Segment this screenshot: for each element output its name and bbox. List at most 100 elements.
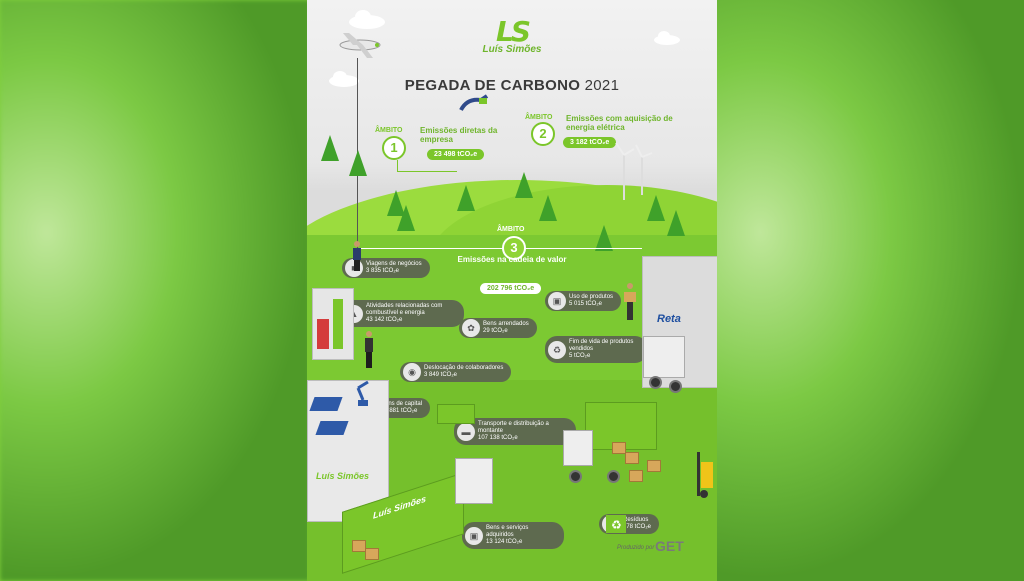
box: [612, 442, 626, 454]
category-value: 107 138 tCO₂e: [478, 435, 518, 441]
tree-icon: [647, 195, 665, 221]
fuel-pump: [333, 299, 343, 349]
scope1-label: ÂMBITO: [375, 127, 403, 134]
logo-name: Luís Simões: [482, 44, 542, 55]
category-chip: ▣ Bens e serviços adquiridos 13 124 tCO₂…: [462, 522, 564, 549]
category-name: Deslocação de colaboradores: [424, 365, 504, 371]
commuter-icon: [365, 331, 373, 368]
connector: [522, 248, 642, 249]
wheel: [607, 470, 620, 483]
scope1-value: 23 498 tCO₂e: [427, 149, 485, 160]
logo: LS Luís Simões: [479, 15, 545, 56]
category-name: Uso de produtos: [569, 294, 614, 300]
category-value: 29 tCO₂e: [483, 328, 508, 334]
fuel-nozzle-icon: [459, 94, 489, 111]
category-name: Viagens de negócios: [366, 261, 422, 267]
tree-icon: [595, 225, 613, 251]
recycle-bin-icon: ♻: [606, 515, 626, 533]
category-value: 5 tCO₂e: [569, 353, 591, 359]
category-name: Fim de vida de produtos vendidos: [569, 339, 634, 352]
cloud-icon: [654, 31, 680, 45]
box: [365, 548, 379, 560]
box: [629, 470, 643, 482]
cloud-icon: [349, 10, 385, 29]
background-right: [714, 0, 1024, 581]
category-value: 778 tCO₂e: [623, 524, 652, 530]
fuel-pump: [317, 319, 329, 349]
connector: [397, 171, 457, 172]
connector: [397, 160, 398, 172]
scope1-number: 1: [382, 136, 406, 160]
title-year: 2021: [584, 77, 620, 94]
scope2-number: 2: [531, 122, 555, 146]
scope2-label: ÂMBITO: [525, 114, 553, 121]
truck-icon: ▬: [457, 422, 475, 441]
category-value: 3 849 tCO₂e: [424, 372, 458, 378]
scope2-description: Emissões com aquisição de energia elétri…: [566, 114, 673, 132]
wheel: [669, 380, 682, 393]
small-truck: [437, 404, 475, 424]
wheel: [569, 470, 582, 483]
worker-with-box-icon: [624, 283, 636, 320]
scope3-label: ÂMBITO: [497, 226, 525, 233]
robot-arm-icon: [356, 380, 369, 406]
fuel-station: [312, 288, 354, 360]
recycle-box-icon: ♻: [548, 340, 566, 359]
category-value: 3 835 tCO₂e: [366, 268, 400, 274]
title-main: PEGADA DE CARBONO: [404, 77, 581, 94]
truck-cab: [563, 430, 593, 466]
category-chip: ♻ Fim de vida de produtos vendidos 5 tCO…: [545, 336, 647, 363]
category-name: Bens arrendados: [483, 321, 529, 327]
scope3-value: 202 796 tCO₂e: [480, 283, 542, 294]
category-chip: ◉ Deslocação de colaboradores 3 849 tCO₂…: [400, 362, 512, 382]
tree-icon: [321, 135, 339, 161]
solar-panel: [309, 397, 343, 411]
solar-panel: [315, 421, 349, 435]
wind-turbine-icon: [615, 142, 653, 200]
forklift-icon: [697, 452, 713, 498]
infographic: LS Luís Simões PEGADA DE CARBONO 2021 ÂM…: [307, 0, 717, 581]
location-pin-icon: ◉: [403, 363, 421, 381]
businessman-icon: [353, 241, 361, 271]
page-title: PEGADA DE CARBONO 2021: [307, 77, 717, 94]
produced-by-label: Produzido por: [617, 545, 655, 551]
box: [352, 540, 366, 552]
category-name: Transporte e distribuição a montante: [478, 421, 549, 434]
category-value: 5 015 tCO₂e: [569, 301, 603, 307]
leaf-icon: ✿: [462, 319, 480, 337]
svg-text:♻: ♻: [611, 518, 622, 532]
scope2-value: 3 182 tCO₂e: [563, 137, 617, 148]
category-chip: ▣ Uso de produtos 5 015 tCO₂e: [545, 291, 622, 311]
tree-icon: [349, 150, 367, 176]
category-chip: ▲ Atividades relacionadas com combustíve…: [342, 300, 464, 327]
category-name: Atividades relacionadas com combustível …: [366, 303, 443, 316]
tree-icon: [515, 172, 533, 198]
category-name: Resíduos: [623, 517, 649, 523]
category-value: 25 881 tCO₂e: [381, 408, 418, 414]
tree-icon: [397, 205, 415, 231]
box: [625, 452, 639, 464]
connector: [357, 248, 507, 249]
box: [647, 460, 661, 472]
category-chip: ✿ Bens arrendados 29 tCO₂e: [459, 318, 537, 338]
category-name: Bens e serviços adquiridos: [486, 525, 529, 538]
category-value: 43 142 tCO₂e: [366, 317, 403, 323]
tree-icon: [667, 210, 685, 236]
truck-cab: [455, 458, 493, 504]
tree-icon: [457, 185, 475, 211]
cloud-icon: [329, 71, 359, 87]
airplane-icon: [339, 33, 381, 58]
tree-icon: [539, 195, 557, 221]
logo-mark: LS: [495, 15, 531, 48]
package-icon: ▣: [548, 292, 566, 310]
scope3-description: Emissões na cadeia de valor: [457, 255, 567, 264]
headquarters-building: Luís Simões: [307, 380, 389, 522]
wheel: [649, 376, 662, 389]
building-logo: Luís Simões: [316, 471, 370, 481]
background-left: [0, 0, 310, 581]
producer-logo: GET: [655, 538, 684, 554]
category-name: Bens de capital: [381, 401, 423, 407]
category-value: 13 124 tCO₂e: [486, 539, 523, 545]
scope3-number: 3: [502, 236, 526, 260]
warehouse-sign: Reta: [657, 313, 681, 325]
